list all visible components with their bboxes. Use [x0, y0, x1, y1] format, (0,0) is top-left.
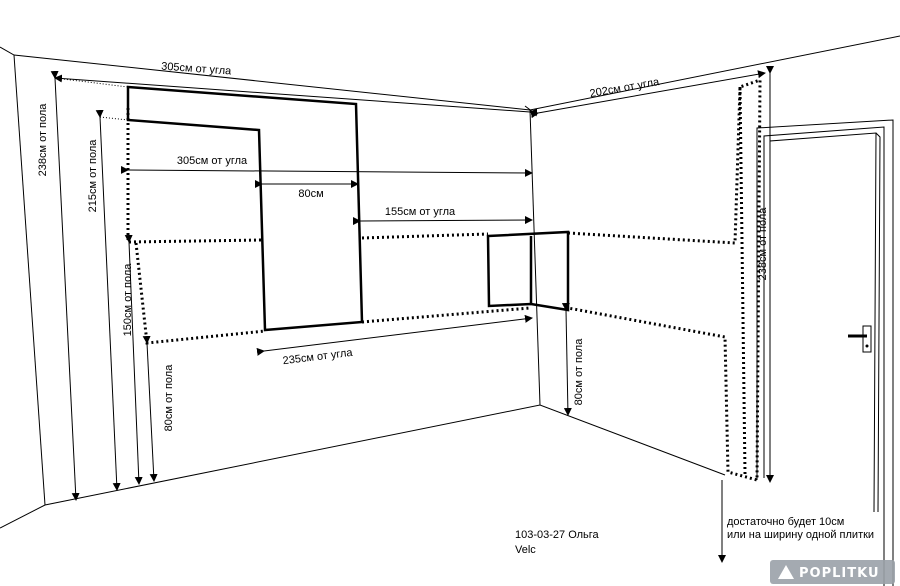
left-wall-tile-bottom-rail [361, 306, 531, 324]
dotted-guides [54, 77, 129, 121]
left-wall-tile-top-rail [361, 232, 489, 240]
label-left-215: 215см от пола [87, 139, 99, 213]
door-leaf-edge [875, 132, 881, 513]
dimension-arrows [50, 66, 774, 563]
note: достаточно будет 10см или на ширину одно… [727, 516, 874, 541]
label-right-80: 80см от пола [573, 338, 585, 406]
label-left-150: 150см от пола [122, 263, 134, 337]
arrow-155 [352, 216, 533, 226]
left-wall-tile-lower [134, 242, 266, 345]
label-235: 235см от угла [282, 347, 354, 368]
arrow-235 [256, 314, 533, 356]
door-leaf [769, 132, 877, 513]
label-right-238: 238см от пола [757, 207, 769, 281]
window-cutout [486, 230, 570, 312]
upper-cutout [126, 85, 364, 332]
room-walls [0, 35, 900, 529]
arrow-top-305 [54, 74, 538, 117]
door-frame-inner [763, 126, 885, 586]
left-wall-edge [13, 54, 46, 506]
signature-line-1: 103-03-27 Ольга [515, 529, 600, 541]
watermark-badge [770, 560, 895, 584]
right-wall-tile-outline [567, 77, 762, 482]
arrow-left-80 [142, 335, 158, 482]
watermark: POPLITKU [770, 560, 895, 584]
tile-outlines [126, 77, 762, 482]
cutouts [126, 85, 570, 332]
door-frame-outer [756, 119, 894, 586]
label-left-238: 238см от пола [37, 103, 49, 177]
watermark-text: POPLITKU [799, 566, 880, 581]
arrow-left-238 [50, 70, 80, 501]
watermark-logo-icon [778, 565, 794, 579]
label-left-80: 80см от пола [163, 364, 175, 432]
dimension-labels: 305см от угла 305см от угла 80см 155см о… [37, 61, 769, 432]
label-top-305: 305см от угла [161, 61, 233, 78]
corner-edge-top [524, 105, 538, 116]
door-handle-icon [848, 325, 872, 353]
note-line-2: или на ширину одной плитки [727, 529, 874, 541]
signature: 103-03-27 Ольга Velc [515, 529, 600, 556]
arrow-left-150 [124, 234, 143, 485]
corner-edge [529, 109, 541, 406]
guide-215 [99, 116, 129, 121]
floor-line [0, 404, 726, 529]
label-202: 202см от угла [589, 76, 661, 100]
right-wall-tile-left-edge [738, 86, 747, 475]
arrow-mid-305 [120, 165, 533, 177]
note-line-1: достаточно будет 10см [727, 516, 844, 528]
label-80cm: 80см [298, 188, 323, 200]
arrow-202 [530, 70, 766, 119]
arrow-right-80 [561, 302, 572, 416]
label-155: 155см от угла [385, 206, 456, 218]
arrow-left-215 [95, 109, 121, 491]
signature-line-2: Velc [515, 544, 536, 556]
label-mid-305: 305см от угла [177, 155, 248, 167]
